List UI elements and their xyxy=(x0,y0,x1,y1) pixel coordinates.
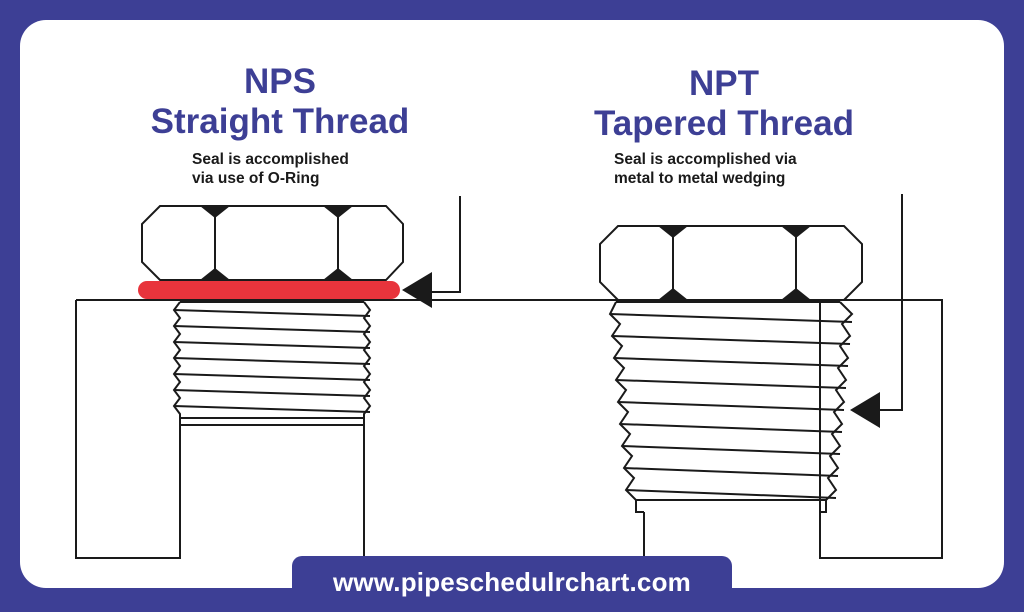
npt-note-line2: metal to metal wedging xyxy=(614,170,786,187)
nps-straight-threads xyxy=(172,301,372,426)
npt-title: NPT Tapered Thread xyxy=(574,64,874,144)
nps-title-line1: NPS xyxy=(244,62,316,101)
npt-pointer-line xyxy=(876,194,903,411)
nps-title: NPS Straight Thread xyxy=(130,62,430,142)
npt-note: Seal is accomplished via metal to metal … xyxy=(614,150,874,188)
nps-pointer-line xyxy=(430,196,461,293)
housing-outline xyxy=(75,299,943,559)
diagram-panel xyxy=(20,20,1004,588)
o-ring xyxy=(138,281,400,299)
npt-hex-nut xyxy=(599,225,863,301)
footer-url: www.pipeschedulrchart.com xyxy=(292,556,732,612)
npt-tapered-threads xyxy=(608,301,854,558)
nps-title-line2: Straight Thread xyxy=(150,102,410,141)
npt-arrow-icon xyxy=(850,392,880,428)
npt-title-line1: NPT xyxy=(689,64,759,103)
nps-note-line1: Seal is accomplished xyxy=(192,151,349,168)
nps-hex-nut xyxy=(141,205,404,281)
nps-bore-wall xyxy=(363,425,645,559)
nps-note-line2: via use of O-Ring xyxy=(192,170,320,187)
nps-note: Seal is accomplished via use of O-Ring xyxy=(192,150,422,188)
npt-note-line1: Seal is accomplished via xyxy=(614,151,797,168)
npt-title-line2: Tapered Thread xyxy=(594,104,854,143)
nps-arrow-icon xyxy=(402,272,432,308)
